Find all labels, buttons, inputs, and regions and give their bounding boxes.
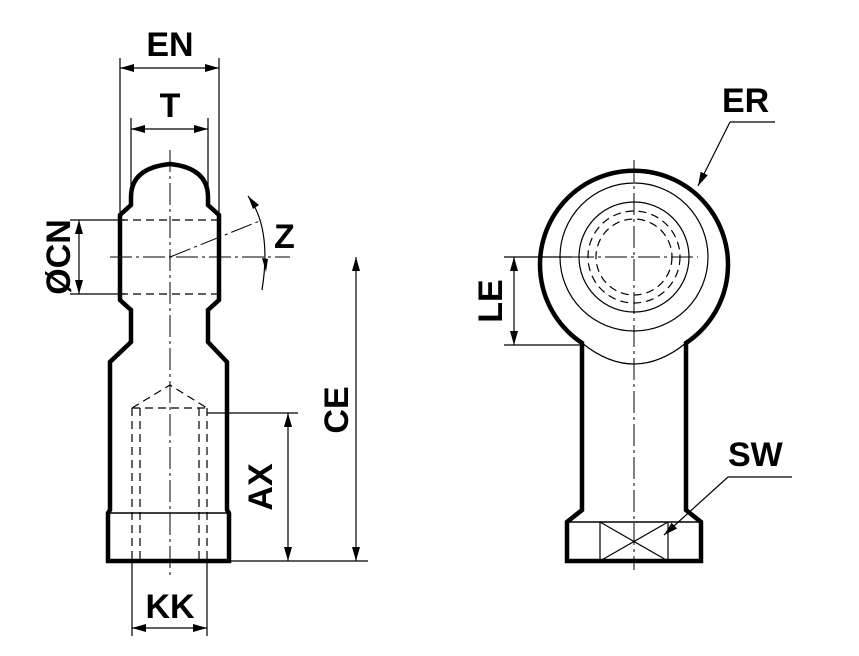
front-view: ER LE SW bbox=[472, 82, 792, 570]
en-label: EN bbox=[146, 26, 193, 64]
sw-leader bbox=[663, 476, 729, 536]
le-label: LE bbox=[472, 279, 510, 322]
z-angle-arc bbox=[247, 195, 266, 291]
ce-label: CE bbox=[318, 386, 356, 433]
t-label: T bbox=[160, 87, 181, 125]
ax-label: AX bbox=[242, 463, 280, 511]
cn-label: ØCN bbox=[40, 219, 78, 295]
side-view-outline bbox=[105, 161, 232, 564]
er-leader bbox=[697, 121, 731, 187]
z-tilt-line bbox=[169, 219, 263, 258]
hidden-bore bbox=[120, 219, 219, 295]
er-label: ER bbox=[722, 82, 769, 120]
z-label: Z bbox=[274, 218, 295, 256]
side-view: EN T ØCN Z CE AX KK bbox=[40, 26, 368, 636]
sw-label: SW bbox=[728, 436, 784, 474]
kk-label: KK bbox=[145, 588, 195, 626]
front-view-outline bbox=[537, 168, 731, 564]
